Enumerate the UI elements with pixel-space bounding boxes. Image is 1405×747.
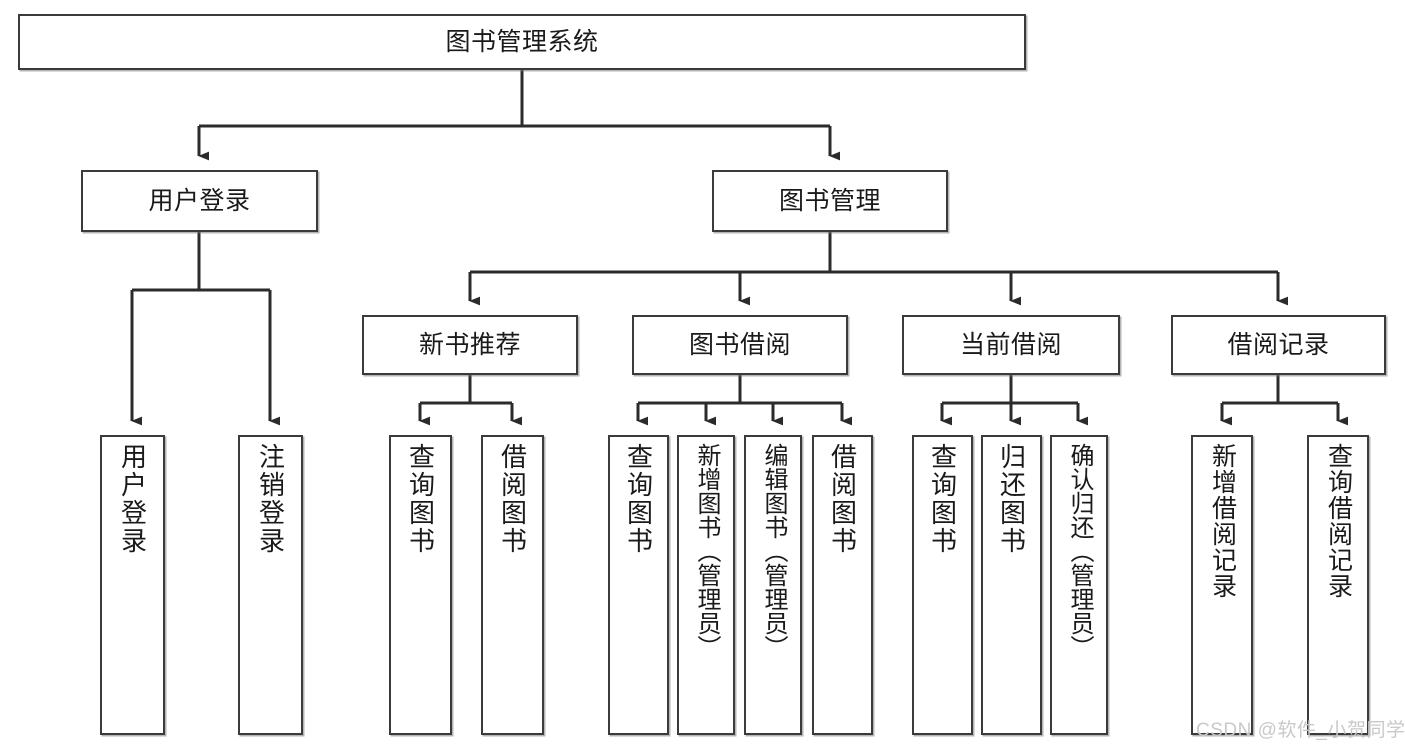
node-leaf-query-books-current[interactable]: 查询图书	[912, 435, 973, 735]
node-leaf-query-books-recommend[interactable]: 查询图书	[389, 435, 452, 735]
node-leaf-query-books-borrow[interactable]: 查询图书	[608, 435, 669, 735]
node-leaf-return-books[interactable]: 归还图书	[981, 435, 1042, 735]
node-module-user-login[interactable]: 用户登录	[81, 170, 318, 232]
node-label: 归还图书	[996, 443, 1027, 555]
node-root-book-management-system[interactable]: 图书管理系统	[18, 14, 1026, 70]
node-label: 新增借阅记录	[1208, 443, 1237, 599]
node-label: 用户登录	[148, 186, 251, 215]
node-label: 查询图书	[927, 443, 958, 555]
node-submodule-current-borrow[interactable]: 当前借阅	[902, 315, 1120, 375]
node-label: 确认归还（管理员）	[1066, 443, 1093, 659]
node-label: 借阅图书	[827, 443, 858, 555]
node-label: 当前借阅	[959, 330, 1062, 359]
node-submodule-borrow-record[interactable]: 借阅记录	[1171, 315, 1386, 375]
node-label: 新增图书（管理员）	[693, 443, 720, 659]
node-leaf-logout[interactable]: 注销登录	[238, 435, 303, 735]
node-label: 借阅记录	[1227, 330, 1330, 359]
node-leaf-confirm-return-admin[interactable]: 确认归还（管理员）	[1050, 435, 1108, 735]
node-label: 注销登录	[255, 443, 286, 555]
node-label: 查询借阅记录	[1324, 443, 1353, 599]
node-label: 借阅图书	[497, 443, 528, 555]
node-label: 图书管理系统	[445, 27, 599, 56]
node-label: 查询图书	[623, 443, 654, 555]
node-submodule-book-borrow[interactable]: 图书借阅	[632, 315, 848, 375]
node-leaf-borrow-books[interactable]: 借阅图书	[812, 435, 873, 735]
node-label: 图书借阅	[688, 330, 791, 359]
node-label: 查询图书	[405, 443, 436, 555]
node-module-book-management[interactable]: 图书管理	[712, 170, 948, 232]
node-label: 用户登录	[117, 443, 148, 555]
node-leaf-borrow-books-recommend[interactable]: 借阅图书	[481, 435, 544, 735]
node-label: 图书管理	[778, 186, 881, 215]
node-label: 新书推荐	[418, 330, 521, 359]
node-label: 编辑图书（管理员）	[760, 443, 787, 659]
node-leaf-query-borrow-record[interactable]: 查询借阅记录	[1307, 435, 1369, 735]
node-submodule-new-book-recommend[interactable]: 新书推荐	[362, 315, 578, 375]
node-leaf-add-borrow-record[interactable]: 新增借阅记录	[1191, 435, 1253, 735]
node-leaf-user-login[interactable]: 用户登录	[100, 435, 165, 735]
node-leaf-edit-book-admin[interactable]: 编辑图书（管理员）	[744, 435, 802, 735]
node-leaf-add-book-admin[interactable]: 新增图书（管理员）	[677, 435, 735, 735]
